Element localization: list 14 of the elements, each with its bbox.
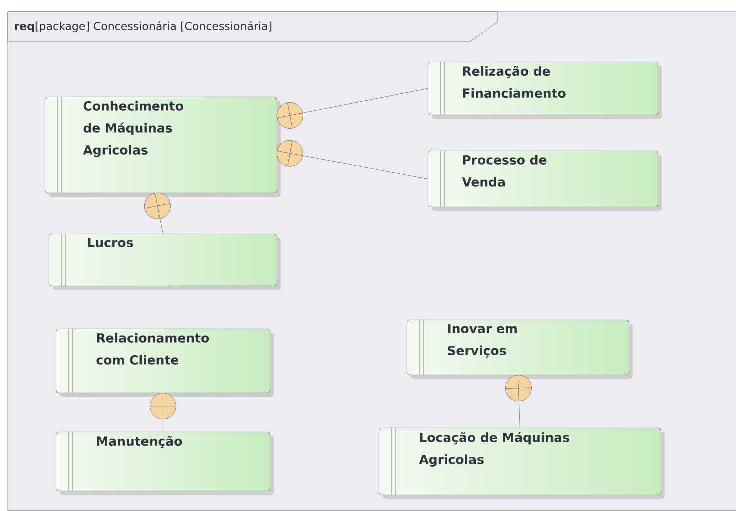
requirement-box: Manutenção — [56, 432, 274, 495]
requirement-box: Lucros — [49, 234, 281, 290]
requirement-box: Relização de Financiamento — [428, 62, 662, 119]
containment-connector — [150, 393, 176, 432]
requirement-box: Inovar em Serviços — [407, 320, 633, 379]
containment-connector — [144, 192, 171, 234]
requirement-box: Locação de Máquinas Agricolas — [379, 428, 665, 499]
containment-connector — [276, 88, 428, 129]
requirement-box: Conhecimento de Máquinas Agricolas — [45, 96, 281, 197]
containment-connector — [506, 375, 532, 428]
requirement-box: Processo de Venda — [428, 150, 662, 211]
requirement-box: Relacionamento com Cliente — [56, 328, 274, 397]
frame-title: req[package] Concessionária [Concessionária] — [8, 12, 498, 42]
containment-connector — [277, 140, 428, 180]
